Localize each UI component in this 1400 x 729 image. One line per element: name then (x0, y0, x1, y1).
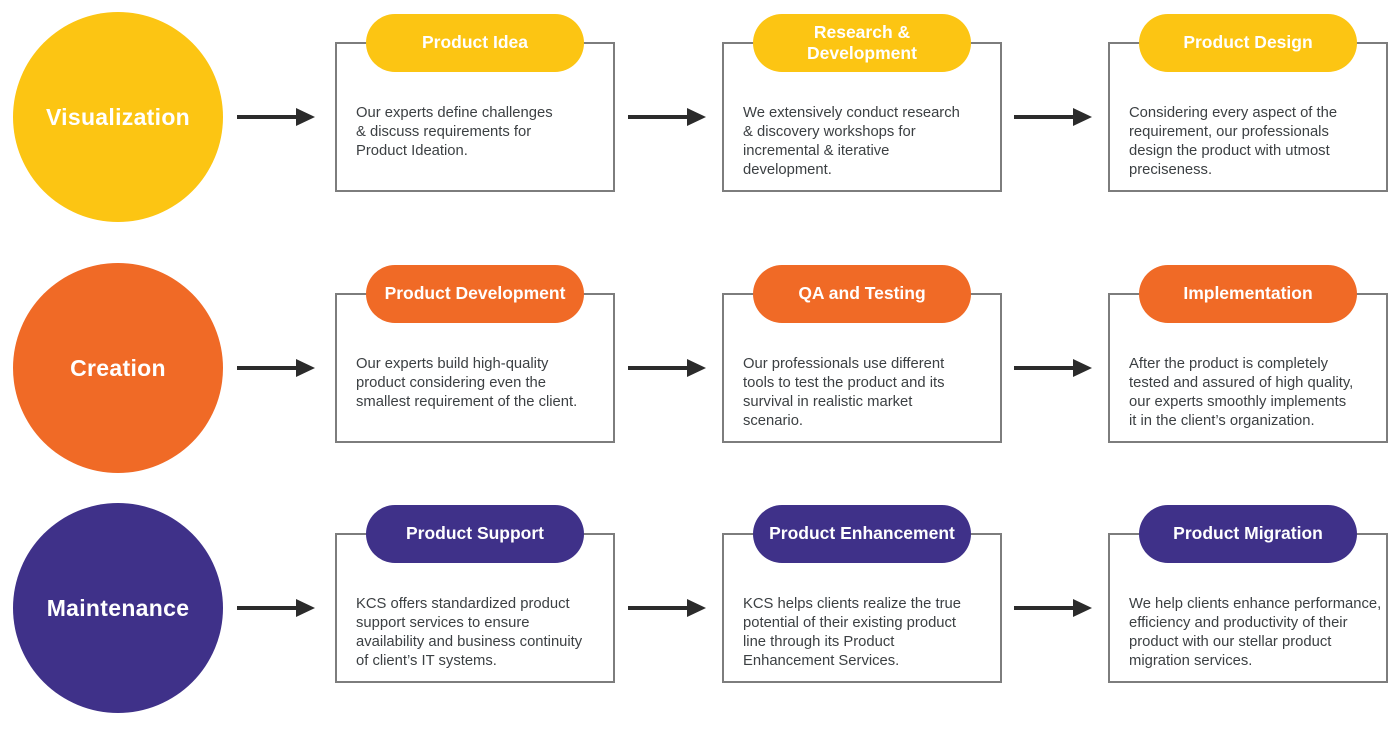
step-box: QA and Testing Our professionals use dif… (722, 264, 1002, 443)
stage-label: Creation (70, 354, 166, 381)
step-description: KCS helps clients realize the true poten… (743, 596, 961, 669)
arrow-line (237, 606, 296, 610)
step-box: Product Idea Our experts define challeng… (335, 13, 615, 192)
step-box: Product Design Considering every aspect … (1108, 13, 1388, 192)
step-title: Product Development (384, 283, 566, 304)
step-description: Our experts define challenges & discuss … (356, 105, 553, 159)
arrow-line (1014, 606, 1073, 610)
stage-label: Visualization (45, 103, 191, 130)
step-title: Product Migration (1173, 523, 1323, 544)
stage-label: Maintenance (46, 594, 190, 621)
arrow-head (1073, 359, 1092, 377)
arrow-head (296, 359, 315, 377)
flow-arrow-icon (237, 359, 315, 377)
step-title: Implementation (1183, 283, 1313, 304)
step-description: We help clients enhance performance, eff… (1129, 596, 1382, 669)
arrow-head (1073, 599, 1092, 617)
arrow-head (687, 359, 706, 377)
flow-arrow-icon (628, 599, 706, 617)
step-title: Product Design (1183, 32, 1313, 53)
flow-arrow-icon (237, 599, 315, 617)
step-box: Implementation After the product is comp… (1108, 264, 1388, 443)
step-title-pill: Product Enhancement (753, 504, 971, 563)
step-title: Research & Development (807, 21, 917, 63)
arrow-head (296, 599, 315, 617)
arrow-line (628, 115, 687, 119)
arrow-line (237, 115, 296, 119)
arrow-head (687, 599, 706, 617)
arrow-line (628, 606, 687, 610)
step-title-pill: Product Migration (1139, 504, 1357, 563)
step-title-pill: Research & Development (753, 13, 971, 72)
step-title: QA and Testing (798, 283, 926, 304)
step-title-pill: Product Design (1139, 13, 1357, 72)
arrow-line (1014, 115, 1073, 119)
step-box: Product Development Our experts build hi… (335, 264, 615, 443)
step-description: We extensively conduct research & discov… (743, 105, 960, 178)
step-box: Research & Development We extensively co… (722, 13, 1002, 192)
step-description: After the product is completely tested a… (1129, 356, 1354, 429)
step-box: Product Migration We help clients enhanc… (1108, 504, 1388, 683)
step-description: Considering every aspect of the requirem… (1129, 105, 1338, 178)
stage-circle: Creation (13, 263, 223, 473)
arrow-head (296, 108, 315, 126)
arrow-line (628, 366, 687, 370)
lifecycle-row: Maintenance Product Support KCS offers s… (0, 503, 1400, 713)
step-title: Product Idea (422, 32, 528, 53)
stage-circle: Maintenance (13, 503, 223, 713)
lifecycle-row: Visualization Product Idea Our experts d… (0, 12, 1400, 222)
lifecycle-row: Creation Product Development Our experts… (0, 263, 1400, 473)
step-title: Product Support (405, 523, 545, 544)
flow-arrow-icon (237, 108, 315, 126)
flow-arrow-icon (1014, 599, 1092, 617)
arrow-line (1014, 366, 1073, 370)
step-box: Product Support KCS offers standardized … (335, 504, 615, 683)
step-box: Product Enhancement KCS helps clients re… (722, 504, 1002, 683)
flow-arrow-icon (1014, 108, 1092, 126)
step-title-pill: QA and Testing (753, 264, 971, 323)
flow-arrow-icon (1014, 359, 1092, 377)
step-description: Our professionals use different tools to… (743, 356, 945, 429)
step-description: Our experts build high-quality product c… (356, 356, 578, 410)
stage-circle: Visualization (13, 12, 223, 222)
flow-arrow-icon (628, 359, 706, 377)
step-title-pill: Product Support (366, 504, 584, 563)
arrow-head (687, 108, 706, 126)
step-title-pill: Product Idea (366, 13, 584, 72)
flow-arrow-icon (628, 108, 706, 126)
arrow-head (1073, 108, 1092, 126)
step-title: Product Enhancement (769, 523, 955, 544)
step-title-pill: Product Development (366, 264, 584, 323)
step-description: KCS offers standardized product support … (356, 596, 583, 669)
arrow-line (237, 366, 296, 370)
step-title-pill: Implementation (1139, 264, 1357, 323)
